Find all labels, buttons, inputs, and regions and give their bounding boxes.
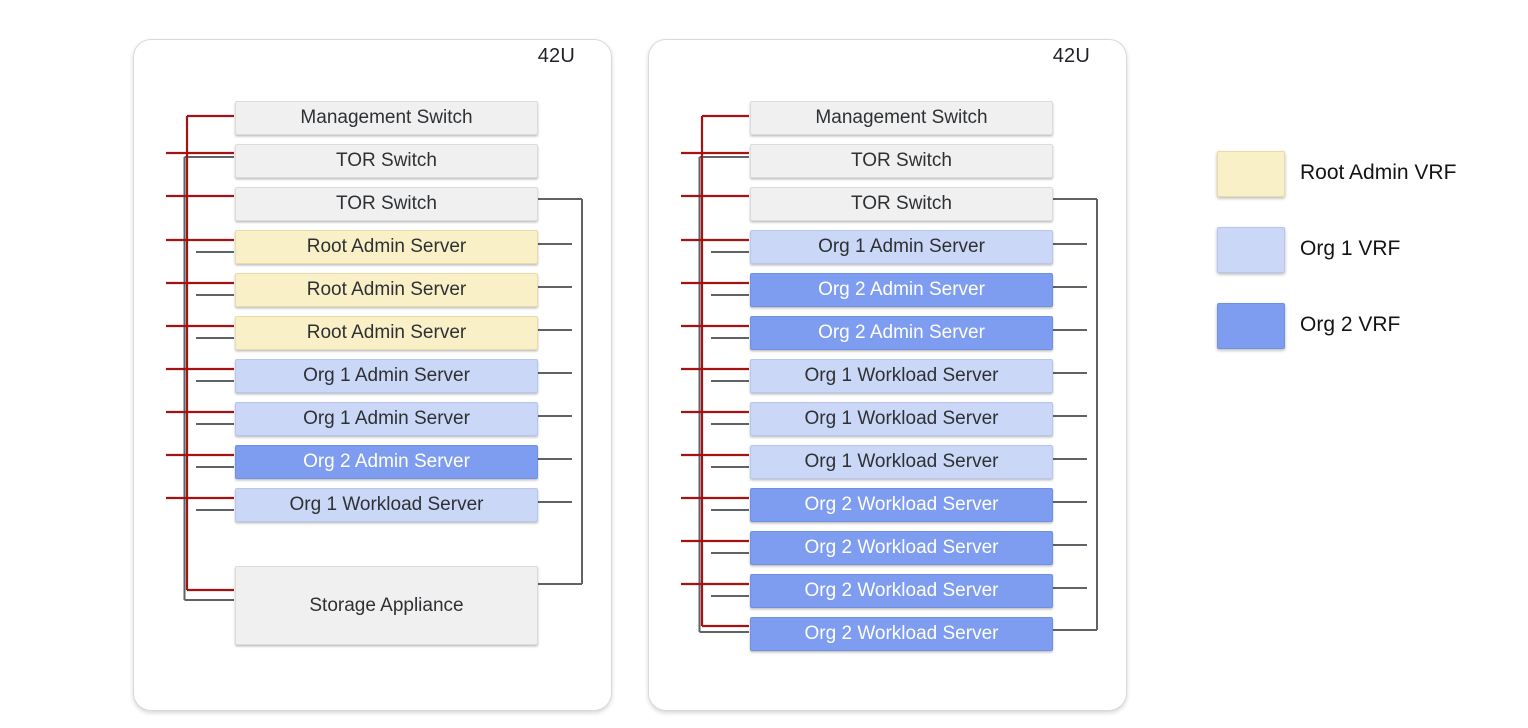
- legend-swatch-org1: [1217, 227, 1285, 273]
- rack-unit-root-admin: Root Admin Server: [235, 273, 538, 307]
- rack-unit-org2: Org 2 Workload Server: [750, 531, 1053, 565]
- rack-unit-switch: Management Switch: [235, 101, 538, 135]
- rack-unit-switch: TOR Switch: [750, 144, 1053, 178]
- legend-label: Org 1 VRF: [1300, 237, 1401, 260]
- legend-swatch-org2: [1217, 303, 1285, 349]
- rack-unit-org1: Org 1 Workload Server: [235, 488, 538, 522]
- rack-unit-switch: Management Switch: [750, 101, 1053, 135]
- rack-unit-org2: Org 2 Workload Server: [750, 574, 1053, 608]
- rack-unit-org1: Org 1 Workload Server: [750, 402, 1053, 436]
- rack-unit-switch: TOR Switch: [750, 187, 1053, 221]
- rack-unit-switch: TOR Switch: [235, 144, 538, 178]
- legend-swatch-root-admin: [1217, 151, 1285, 197]
- rack-capacity-label: 42U: [537, 45, 575, 67]
- rack-unit-org1: Org 1 Admin Server: [235, 402, 538, 436]
- rack-unit-org1: Org 1 Admin Server: [235, 359, 538, 393]
- rack-capacity-label: 42U: [1052, 45, 1090, 67]
- rack-unit-org2: Org 2 Admin Server: [750, 273, 1053, 307]
- rack-unit-storage: Storage Appliance: [235, 566, 538, 645]
- rack-unit-org2: Org 2 Workload Server: [750, 488, 1053, 522]
- rack-unit-root-admin: Root Admin Server: [235, 316, 538, 350]
- rack-unit-org1: Org 1 Admin Server: [750, 230, 1053, 264]
- rack-unit-org2: Org 2 Admin Server: [235, 445, 538, 479]
- rack-unit-root-admin: Root Admin Server: [235, 230, 538, 264]
- rack-unit-org1: Org 1 Workload Server: [750, 445, 1053, 479]
- rack-unit-org2: Org 2 Workload Server: [750, 617, 1053, 651]
- legend-label: Root Admin VRF: [1300, 161, 1457, 184]
- legend-label: Org 2 VRF: [1300, 313, 1401, 336]
- rack-unit-switch: TOR Switch: [235, 187, 538, 221]
- rack-unit-org1: Org 1 Workload Server: [750, 359, 1053, 393]
- rack-unit-org2: Org 2 Admin Server: [750, 316, 1053, 350]
